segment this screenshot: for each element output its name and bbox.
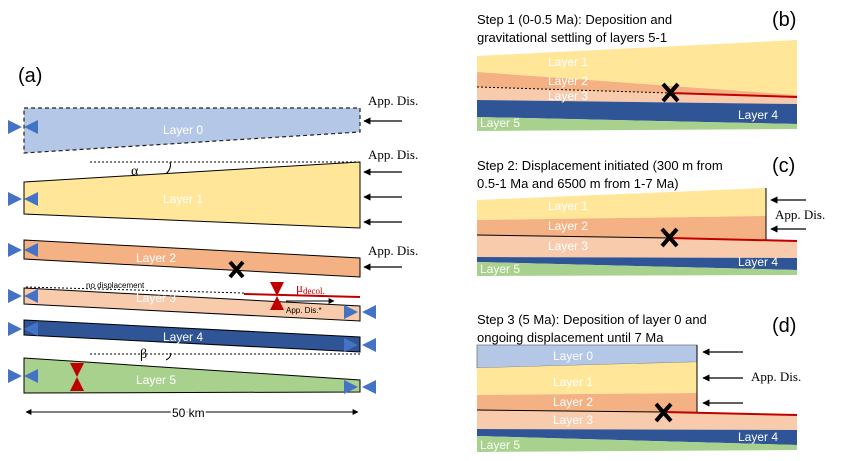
a-layer-1	[23, 161, 361, 229]
a-layer-5-label: Layer 5	[136, 373, 176, 387]
b-layer-4	[477, 100, 797, 124]
base-pin-bottom	[70, 377, 84, 391]
c-decollement-line	[669, 237, 798, 242]
c-layer-2-label: Layer 2	[548, 219, 588, 233]
a-layer-0	[23, 107, 361, 154]
d-layer-3-label: Layer 3	[553, 413, 593, 427]
c-app-dis-label: App. Dis.	[775, 207, 825, 222]
c-layer-4-label: Layer 4	[738, 255, 778, 269]
b-caption-1: Step 1 (0-0.5 Ma): Deposition and	[477, 12, 672, 27]
panel-c-tag: (c)	[772, 155, 795, 177]
alpha-arc	[165, 161, 171, 175]
b-layer-2	[477, 72, 797, 97]
a-layer-1-label: Layer 1	[163, 192, 203, 206]
d-layer-3	[477, 410, 797, 430]
scale-label: 50 km	[172, 406, 205, 420]
d-layer-2-label: Layer 2	[553, 395, 593, 409]
alpha-symbol: α	[131, 164, 139, 179]
a-layer-2-label: Layer 2	[136, 251, 176, 265]
d-layer-1-label: Layer 1	[553, 375, 593, 389]
app-dis-label-2: App. Dis.	[368, 243, 418, 258]
b-layer-1	[477, 40, 797, 95]
d-cross-mark	[654, 402, 673, 423]
d-decollement-line	[663, 411, 798, 416]
c-layer-3	[477, 235, 797, 258]
mu-symbol: μdecol.	[296, 280, 325, 296]
base-pin-top	[70, 363, 84, 377]
a-layer-5	[23, 357, 361, 394]
decollement-line	[243, 293, 361, 298]
d-caption-1: Step 3 (5 Ma): Deposition of layer 0 and	[477, 312, 707, 327]
right-boundary-markers	[344, 305, 376, 394]
d-layer-1	[477, 362, 697, 395]
d-layer-4-label: Layer 4	[738, 430, 778, 444]
panel-d-tag: (d)	[772, 315, 796, 337]
c-caption-2: 0.5-1 Ma and 6500 m from 1-7 Ma)	[477, 176, 679, 191]
beta-arc	[165, 352, 171, 361]
d-layer-5-label: Layer 5	[480, 438, 520, 452]
c-layer-3-label: Layer 3	[548, 239, 588, 253]
c-layer-1-label: Layer 1	[548, 199, 588, 213]
d-layer-5	[477, 436, 797, 452]
c-caption-1: Step 2: Displacement initiated (300 m fr…	[477, 158, 723, 173]
decollement-pin-top	[270, 282, 284, 296]
panel-c: Step 2: Displacement initiated (300 m fr…	[476, 155, 825, 276]
a-layer-0-label: Layer 0	[163, 123, 203, 137]
b-layer-5-label: Layer 5	[480, 116, 520, 130]
d-layer-4	[477, 429, 797, 445]
c-layer-3-top	[476, 234, 671, 239]
applied-displacement-arrows	[363, 117, 402, 271]
b-no-displacement-line	[476, 86, 671, 94]
beta-symbol: β	[140, 347, 147, 362]
no-displacement-line	[25, 286, 245, 294]
c-layer-2	[477, 216, 766, 240]
a-layer-4-label: Layer 4	[163, 330, 203, 344]
panel-b-tag: (b)	[772, 9, 796, 31]
b-decollement-line	[669, 92, 798, 98]
a-layer-3	[23, 287, 361, 322]
a-layer-3-label: Layer 3	[136, 291, 176, 305]
c-cross-mark	[660, 227, 679, 248]
no-displacement-label: no displacement	[86, 281, 145, 290]
app-dis-label-1: App. Dis.	[368, 147, 418, 162]
app-dis-star-label: App. Dis.*	[286, 306, 322, 315]
left-boundary-markers	[8, 120, 38, 383]
panel-a: (a) Layer 0 α Layer 1 Layer 2 no displac…	[8, 65, 418, 422]
c-layer-1	[477, 188, 766, 220]
b-layer-5	[477, 117, 797, 131]
panel-b: Step 1 (0-0.5 Ma): Deposition and gravit…	[476, 9, 798, 131]
d-layer-2	[477, 393, 697, 413]
b-layer-1-label: Layer 1	[548, 55, 588, 69]
d-layer-3-top	[476, 409, 665, 413]
a-layer-2	[23, 239, 361, 278]
b-layer-2-label: Layer 2	[548, 74, 588, 88]
d-caption-2: ongoing displacement until 7 Ma	[477, 330, 664, 345]
b-layer-3	[477, 87, 797, 104]
decollement-pin-bottom	[270, 296, 284, 310]
d-layer-0-label: Layer 0	[553, 349, 593, 363]
a-cross-mark	[228, 260, 245, 279]
b-caption-2: gravitational settling of layers 5-1	[477, 30, 667, 45]
c-layer-5	[477, 262, 797, 276]
panel-d: Step 3 (5 Ma): Deposition of layer 0 and…	[476, 312, 801, 452]
b-cross-mark	[661, 82, 680, 103]
b-layer-3-label: Layer 3	[548, 89, 588, 103]
panel-a-tag: (a)	[18, 65, 42, 87]
d-app-dis-label: App. Dis.	[751, 369, 801, 384]
c-layer-5-label: Layer 5	[480, 262, 520, 276]
b-layer-4-label: Layer 4	[738, 108, 778, 122]
c-layer-4	[477, 257, 797, 270]
a-layer-4	[23, 319, 361, 353]
app-dis-label-0: App. Dis.	[368, 93, 418, 108]
